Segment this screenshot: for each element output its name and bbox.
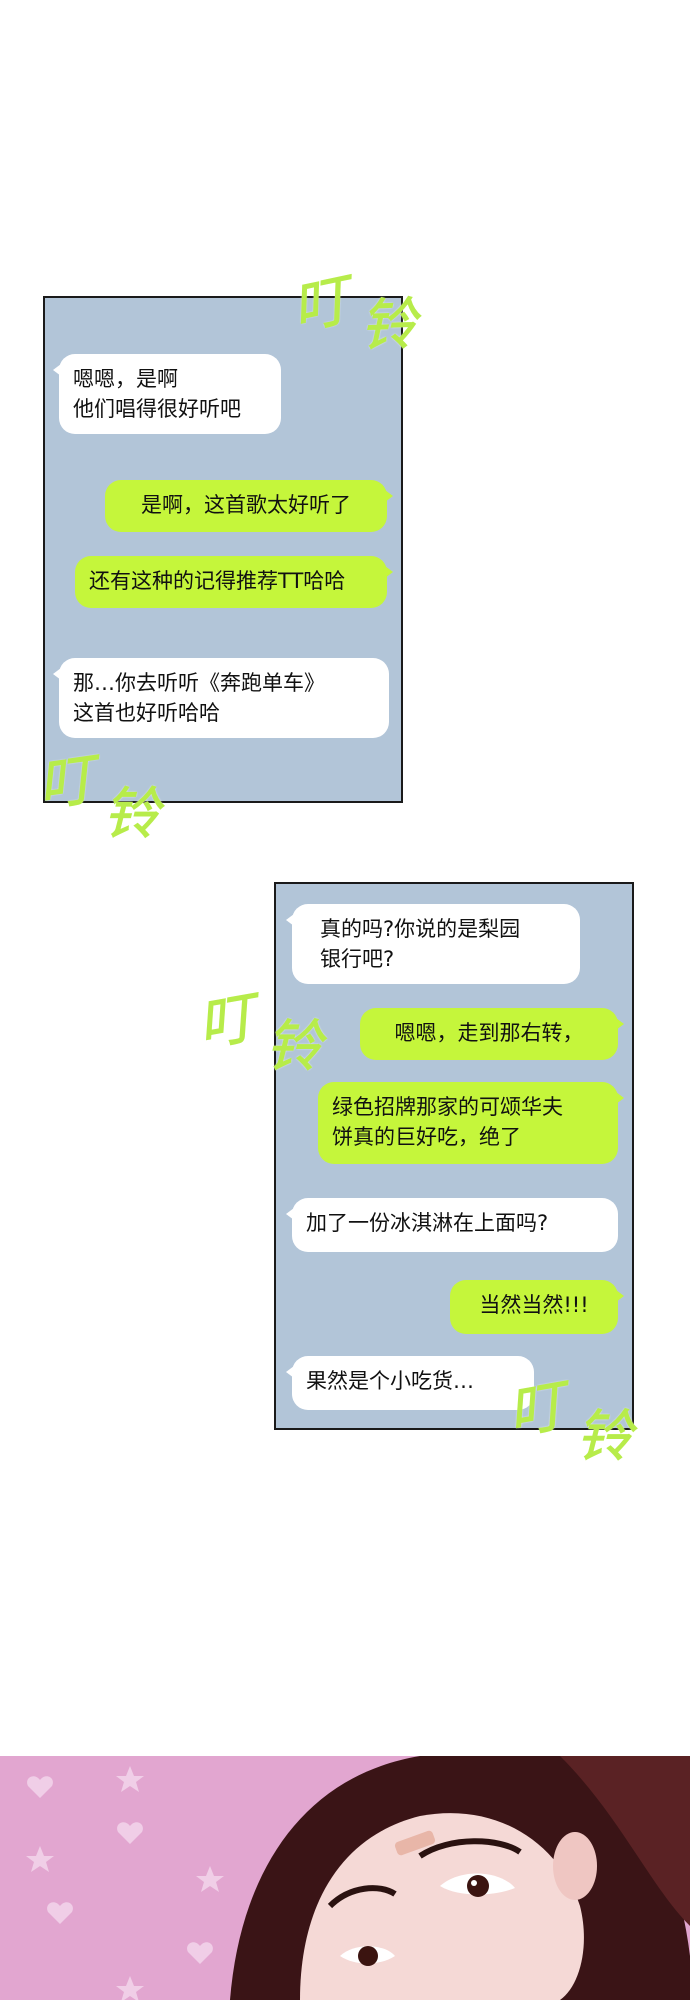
sent-message: 嗯嗯，走到那右转， <box>360 1008 624 1060</box>
received-message: 果然是个小吃货… <box>286 1356 534 1410</box>
ding-ling-sfx: 叮铃 <box>33 744 159 848</box>
chat-panel-1: 嗯嗯，是啊 他们唱得很好听吧 是啊，这首歌太好听了 还有这种的记得推荐TT哈哈 … <box>43 296 403 803</box>
sfx-char: 铃 <box>576 1404 633 1470</box>
ding-ling-sfx: 叮铃 <box>286 261 418 359</box>
sent-message: 还有这种的记得推荐TT哈哈 <box>75 556 393 608</box>
received-message: 加了一份冰淇淋在上面吗? <box>286 1198 618 1252</box>
character-illustration <box>0 1756 690 2000</box>
ding-ling-sfx: 叮铃 <box>193 981 323 1080</box>
sfx-char: 叮 <box>286 267 355 343</box>
sfx-char: 叮 <box>33 747 99 820</box>
received-message: 那…你去听听《奔跑单车》 这首也好听哈哈 <box>53 658 389 738</box>
sfx-char: 铃 <box>265 1014 322 1080</box>
received-message: 真的吗?你说的是梨园 银行吧? <box>286 904 580 984</box>
sfx-char: 叮 <box>193 985 260 1060</box>
sent-message: 绿色招牌那家的可颂华夫 饼真的巨好吃，绝了 <box>318 1082 624 1164</box>
sfx-char: 铃 <box>103 782 160 848</box>
chat-panel-2: 真的吗?你说的是梨园 银行吧? 嗯嗯，走到那右转， 绿色招牌那家的可颂华夫 饼真… <box>274 882 634 1430</box>
ding-ling-sfx: 叮铃 <box>503 1369 633 1470</box>
received-message: 嗯嗯，是啊 他们唱得很好听吧 <box>53 354 281 434</box>
sfx-char: 铃 <box>359 292 418 360</box>
sfx-char: 叮 <box>503 1373 570 1448</box>
sent-message: 当然当然!!! <box>450 1280 624 1334</box>
illustration-drawing <box>0 1756 690 2000</box>
sent-message: 是啊，这首歌太好听了 <box>105 480 393 532</box>
